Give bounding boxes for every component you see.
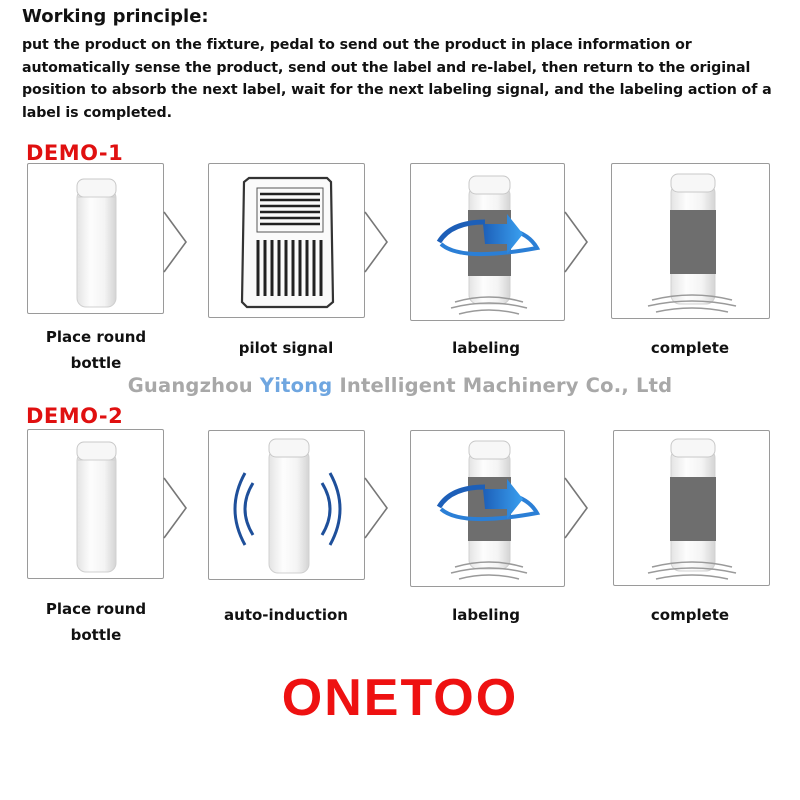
labeled-bottle-icon: [647, 173, 737, 313]
demo-2-step-1-caption: Place round bottle: [45, 600, 147, 644]
demo-1-step-4-caption: complete: [650, 339, 730, 357]
round-bottle-icon: [76, 178, 117, 308]
chevron-right-icon: [163, 211, 187, 273]
demo-1-step-4-panel: [611, 163, 770, 319]
labeled-bottle-icon: [647, 438, 737, 580]
chevron-right-icon: [163, 477, 187, 539]
demo-1-step-3-caption: labeling: [452, 339, 520, 357]
chevron-right-icon: [564, 477, 588, 539]
company-name-suffix: Intelligent Machinery Co., Ltd: [332, 374, 673, 397]
foot-pedal-icon: [240, 176, 335, 309]
working-principle-title: Working principle:: [22, 6, 209, 27]
chevron-right-icon: [564, 211, 588, 273]
sensor-waves-icon: [233, 438, 342, 574]
company-name-accent: Yitong: [259, 374, 333, 397]
demo-2-step-2-caption: auto-induction: [224, 606, 348, 624]
chevron-right-icon: [364, 211, 388, 273]
brand-logo-text: ONETOO: [281, 669, 519, 727]
demo-2-label: DEMO-2: [26, 404, 124, 428]
demo-1-step-3-panel: [410, 163, 565, 321]
labeling-rotation-icon: [436, 175, 541, 315]
demo-1-label: DEMO-1: [26, 141, 124, 165]
demo-2-step-2-panel: [208, 430, 365, 580]
demo-1-step-1-panel: [27, 163, 164, 314]
demo-2-step-3-panel: [410, 430, 565, 587]
demo-2-step-4-caption: complete: [650, 606, 730, 624]
demo-2-step-3-caption: labeling: [452, 606, 520, 624]
labeling-rotation-icon: [436, 440, 541, 580]
demo-2-step-4-panel: [613, 430, 770, 586]
round-bottle-icon: [76, 441, 117, 573]
company-name-prefix: Guangzhou: [127, 374, 260, 397]
demo-1-step-1-caption: Place round bottle: [45, 328, 147, 372]
company-name: Guangzhou Yitong Intelligent Machinery C…: [0, 374, 800, 397]
working-principle-description: put the product on the fixture, pedal to…: [22, 37, 772, 121]
demo-1-step-2-caption: pilot signal: [238, 339, 334, 357]
chevron-right-icon: [364, 477, 388, 539]
demo-1-step-2-panel: [208, 163, 365, 318]
demo-2-step-1-panel: [27, 429, 164, 579]
